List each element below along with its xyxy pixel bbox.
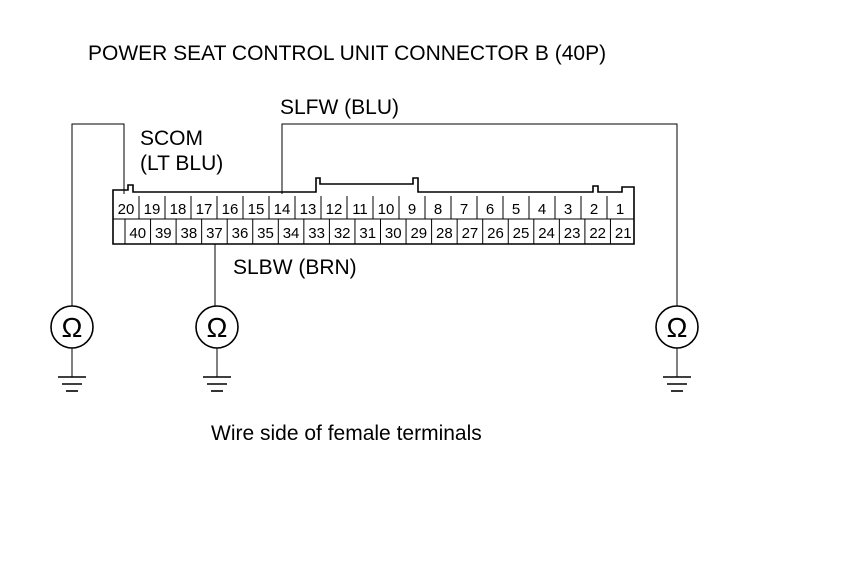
ohmmeter-slbw: Ω [195, 305, 239, 349]
pin-19: 19 [144, 201, 161, 218]
pin-33: 33 [308, 225, 325, 242]
pin-11: 11 [352, 201, 368, 218]
wire-scom [71, 123, 125, 306]
pin-40: 40 [129, 225, 146, 242]
pin-4: 4 [538, 201, 546, 218]
ohm-icon: Ω [207, 312, 228, 343]
pin-5: 5 [512, 201, 520, 218]
diagram-caption: Wire side of female terminals [211, 422, 482, 445]
pin-14: 14 [274, 201, 291, 218]
pin-27: 27 [462, 225, 479, 242]
slbw-wire-label: SLBW (BRN) [233, 256, 357, 279]
pin-16: 16 [222, 201, 239, 218]
pin-26: 26 [487, 225, 504, 242]
ohm-icon: Ω [62, 312, 83, 343]
ground-icon [663, 348, 691, 392]
pin-25: 25 [513, 225, 530, 242]
pin-30: 30 [385, 225, 402, 242]
scom-wire-label: SCOM [140, 127, 203, 150]
pin-15: 15 [248, 201, 265, 218]
pin-38: 38 [181, 225, 198, 242]
pin-9: 9 [408, 201, 416, 218]
pin-17: 17 [196, 201, 213, 218]
pin-1: 1 [616, 201, 624, 218]
scom-wire-color-label: (LT BLU) [140, 152, 223, 175]
pin-36: 36 [232, 225, 249, 242]
pin-8: 8 [434, 201, 442, 218]
connector-body [112, 177, 635, 245]
pin-34: 34 [283, 225, 300, 242]
pin-6: 6 [486, 201, 494, 218]
ohmmeter-slfw: Ω [655, 305, 699, 349]
wire-slfw [281, 123, 678, 306]
pin-18: 18 [170, 201, 187, 218]
pin-2: 2 [590, 201, 598, 218]
pin-24: 24 [538, 225, 555, 242]
pin-31: 31 [359, 225, 376, 242]
pin-39: 39 [155, 225, 172, 242]
pin-12: 12 [326, 201, 343, 218]
pin-35: 35 [257, 225, 274, 242]
pin-22: 22 [589, 225, 606, 242]
pin-3: 3 [564, 201, 572, 218]
ground-icon [203, 348, 231, 392]
ohm-icon: Ω [667, 312, 688, 343]
pin-32: 32 [334, 225, 351, 242]
connector-top-row: 20 19 18 17 16 15 14 13 12 11 10 9 8 7 6 5 4 3 2 1 [118, 201, 625, 218]
pin-29: 29 [410, 225, 427, 242]
ohmmeter-scom: Ω [50, 305, 94, 349]
pin-7: 7 [460, 201, 468, 218]
slfw-wire-label: SLFW (BLU) [280, 96, 399, 119]
pin-21: 21 [615, 225, 632, 242]
pin-37: 37 [206, 225, 223, 242]
diagram-title: POWER SEAT CONTROL UNIT CONNECTOR B (40P… [88, 42, 606, 65]
pin-13: 13 [300, 201, 317, 218]
connector-bottom-row: 40 39 38 37 36 35 34 33 32 31 30 29 28 27 26 25 24 23 22 21 [129, 225, 631, 242]
pin-23: 23 [564, 225, 581, 242]
pin-20: 20 [118, 201, 135, 218]
ground-icon [58, 348, 86, 392]
pin-10: 10 [378, 201, 395, 218]
pin-28: 28 [436, 225, 453, 242]
